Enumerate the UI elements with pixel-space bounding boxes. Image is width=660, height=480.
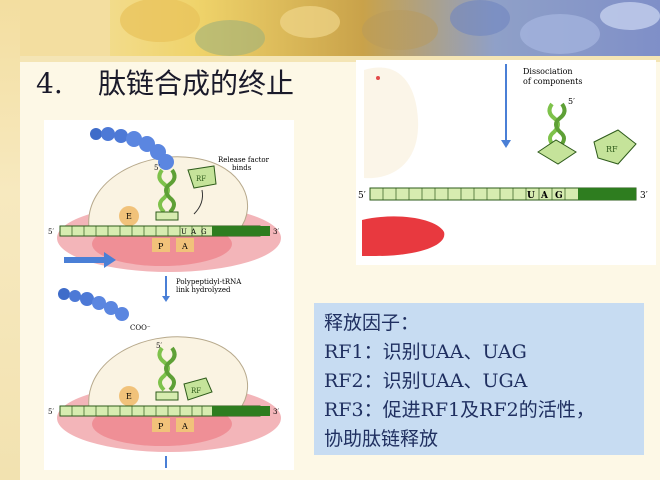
polypeptide-chain-top <box>90 127 174 170</box>
mrna-top <box>59 225 270 237</box>
info-line-rf3: RF3：促进RF1及RF2的活性， <box>324 399 595 421</box>
polypeptide-chain-free <box>58 288 129 321</box>
free-release-factor <box>593 129 637 165</box>
mrna-free <box>369 187 637 201</box>
release-factor-info: 释放因子： RF1：识别UAA、UAG RF2：识别UAA、UGA RF3：促进… <box>314 303 644 455</box>
mrna-free-five-prime: 5′ <box>358 191 366 201</box>
codon-top-g: G <box>201 228 207 236</box>
trna-five-prime-right: 5′ <box>568 97 575 106</box>
site-a-bottom: A <box>181 422 188 431</box>
direction-arrow <box>64 252 116 268</box>
site-e-bottom: E <box>126 392 132 401</box>
rf-label-top: RF <box>196 175 206 183</box>
mrna-bottom <box>59 405 270 417</box>
mrna-top-five-prime: 5′ <box>48 228 54 236</box>
ribosome-large-fragment <box>364 67 419 179</box>
mrna-bottom-five-prime: 5′ <box>48 408 54 416</box>
mrna-bottom-three-prime: 3′ <box>273 408 279 416</box>
left-decor-bar <box>0 0 20 480</box>
site-a-top: A <box>181 242 188 251</box>
codon-top-u: U <box>181 228 187 236</box>
tRNA-five-prime-bottom: 5′ <box>156 342 162 350</box>
slide-title: 4. 肽链合成的终止 <box>36 62 294 102</box>
rf-label-right: RF <box>606 145 618 154</box>
coo-label: COO⁻ <box>130 324 151 332</box>
site-e-top: E <box>126 212 132 221</box>
info-line-heading: 释放因子： <box>324 312 420 334</box>
header-banner <box>0 0 660 62</box>
info-line-rf3-cont: 协助肽链释放 <box>324 428 439 450</box>
site-p-bottom: P <box>158 422 164 431</box>
slide-number: 4. <box>36 67 63 100</box>
mrna-free-three-prime: 3′ <box>640 191 648 201</box>
mrna-top-three-prime: 3′ <box>273 228 279 236</box>
rf-label-bottom: RF <box>191 387 201 395</box>
ribosome-small-fragment <box>362 216 445 256</box>
info-line-rf2: RF2：识别UAA、UGA <box>324 370 528 392</box>
tRNA-five-prime: 5′ <box>154 164 160 172</box>
release-factor-shape <box>187 165 217 189</box>
codon-top-a: A <box>190 228 197 236</box>
codon-right-g: G <box>555 191 563 201</box>
slide-title-text: 肽链合成的终止 <box>98 67 295 100</box>
free-trna-acceptor <box>537 139 577 165</box>
codon-right-u: U <box>527 191 535 201</box>
release-factor-bound <box>183 377 213 401</box>
info-line-rf1: RF1：识别UAA、UAG <box>324 341 527 363</box>
site-p-top: P <box>158 242 164 251</box>
codon-right-a: A <box>540 191 549 201</box>
